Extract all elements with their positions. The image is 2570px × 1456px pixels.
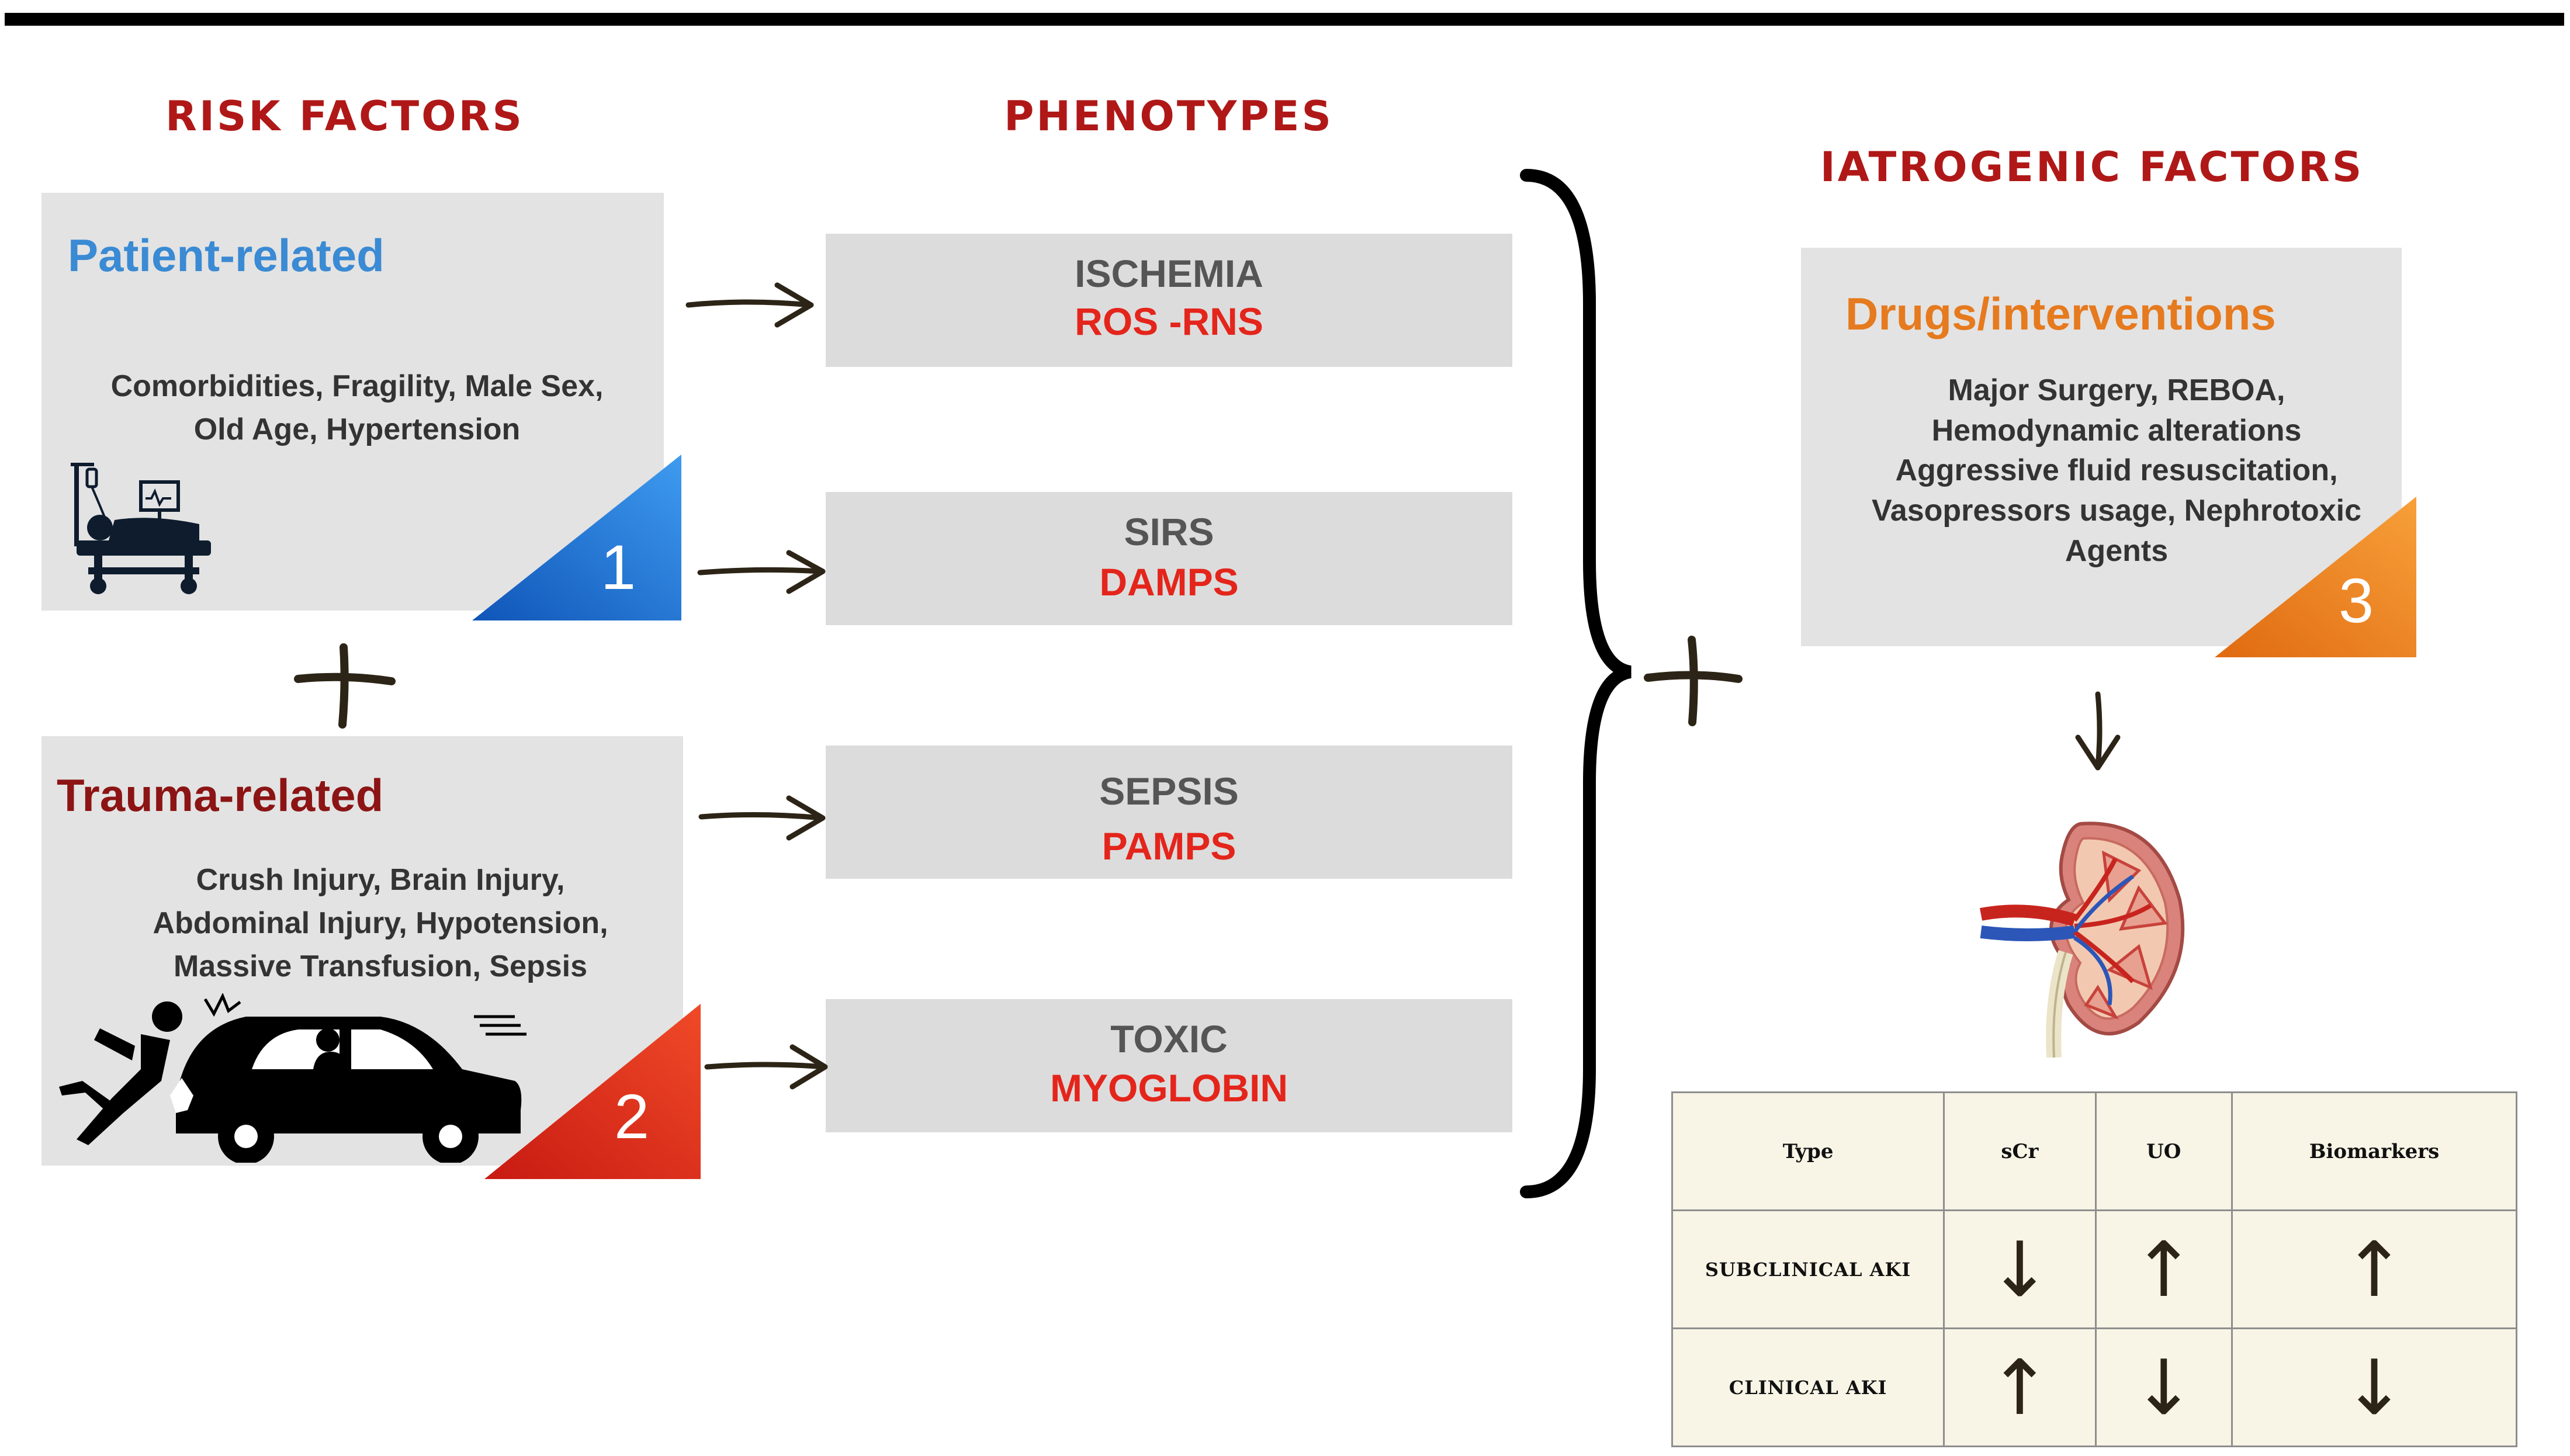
drugs-text-line: Vasopressors usage, Nephrotoxic — [1871, 493, 2362, 528]
phenotype-box-toxic: TOXIC MYOGLOBIN — [826, 999, 1512, 1132]
drugs-text-line: Aggressive fluid resuscitation, — [1895, 453, 2338, 488]
hospital-bed-icon — [71, 463, 211, 594]
badge-number-1: 1 — [601, 532, 636, 602]
arrow-down-icon — [2075, 691, 2121, 771]
drugs-text-line: Major Surgery, REBOA, — [1948, 373, 2285, 407]
trauma-text-line: Crush Injury, Brain Injury, — [196, 863, 565, 897]
table-header-cell: sCr — [1943, 1091, 2097, 1211]
drugs-interventions-text: Major Surgery, REBOA, Hemodynamic altera… — [1824, 370, 2409, 571]
triangle-badge-1: 1 — [472, 455, 681, 620]
drugs-text-line: Hemodynamic alterations — [1931, 413, 2302, 448]
table-header-cell: Type — [1671, 1091, 1945, 1211]
patient-text-line: Comorbidities, Fragility, Male Sex, — [110, 369, 604, 403]
arrow-up-icon: ↑ — [2231, 1209, 2517, 1329]
patient-related-text: Comorbidities, Fragility, Male Sex, Old … — [65, 365, 649, 452]
arrow-right-icon — [697, 550, 826, 594]
phenotype-box-sepsis: SEPSIS PAMPS — [826, 746, 1512, 879]
arrow-right-icon — [704, 1044, 828, 1090]
car-accident-icon — [59, 993, 527, 1163]
arrow-right-icon — [685, 282, 814, 328]
arrow-up-icon: ↑ — [1943, 1327, 2097, 1447]
phenotype-mediator: ROS -RNS — [1075, 300, 1263, 343]
trauma-related-text: Crush Injury, Brain Injury, Abdominal In… — [65, 859, 696, 988]
patient-related-title: Patient-related — [68, 230, 385, 281]
phenotype-name: SIRS — [1124, 510, 1214, 553]
aki-table: Type sCr UO Biomarkers SUBCLINICAL AKI ↓… — [1671, 1091, 2517, 1447]
trauma-text-line: Massive Transfusion, Sepsis — [173, 949, 588, 983]
header-risk-factors: RISK FACTORS — [165, 92, 524, 140]
triangle-shape — [472, 455, 681, 620]
arrow-down-icon: ↓ — [2094, 1327, 2233, 1447]
phenotype-name: ISCHEMIA — [1075, 252, 1263, 295]
drugs-text-line: Agents — [2065, 533, 2169, 568]
badge-number-3: 3 — [2339, 565, 2374, 636]
phenotype-mediator: MYOGLOBIN — [1050, 1066, 1288, 1110]
badge-number-2: 2 — [614, 1081, 650, 1152]
table-header-cell: Biomarkers — [2231, 1091, 2517, 1211]
table-header-cell: UO — [2094, 1091, 2233, 1211]
drugs-interventions-card: Drugs/interventions Major Surgery, REBOA… — [1801, 248, 2402, 646]
table-row: Type sCr UO Biomarkers — [1671, 1091, 2517, 1211]
patient-related-card: Patient-related Comorbidities, Fragility… — [41, 193, 664, 611]
table-row-label: SUBCLINICAL AKI — [1671, 1209, 1945, 1329]
phenotype-mediator: PAMPS — [1102, 824, 1236, 868]
arrow-down-icon: ↓ — [2231, 1327, 2517, 1447]
trauma-related-title: Trauma-related — [57, 769, 384, 821]
kidney-icon — [1979, 821, 2185, 1058]
phenotype-name: SEPSIS — [1099, 769, 1239, 813]
header-iatrogenic-factors: IATROGENIC FACTORS — [1820, 143, 2364, 191]
trauma-related-card: Trauma-related Crush Injury, Brain Injur… — [41, 736, 683, 1166]
arrow-down-icon: ↓ — [1943, 1209, 2097, 1329]
table-row: CLINICAL AKI ↑ ↓ ↓ — [1671, 1327, 2517, 1447]
plus-sign-right — [1644, 636, 1743, 726]
phenotype-name: TOXIC — [1110, 1017, 1228, 1060]
curly-brace-icon — [1520, 169, 1632, 1198]
phenotype-mediator: DAMPS — [1099, 560, 1239, 604]
drugs-interventions-title: Drugs/interventions — [1845, 288, 2276, 339]
header-phenotypes: PHENOTYPES — [1004, 92, 1334, 140]
phenotype-box-sirs: SIRS DAMPS — [826, 492, 1512, 625]
trauma-text-line: Abdominal Injury, Hypotension, — [153, 906, 608, 940]
triangle-shape — [484, 1004, 701, 1179]
top-rule — [5, 13, 2564, 26]
plus-sign-left — [294, 643, 396, 729]
phenotype-box-ischemia: ISCHEMIA ROS -RNS — [826, 234, 1512, 367]
arrow-up-icon: ↑ — [2094, 1209, 2233, 1329]
table-row: SUBCLINICAL AKI ↓ ↑ ↑ — [1671, 1209, 2517, 1329]
triangle-badge-2: 2 — [484, 1004, 701, 1179]
table-row-label: CLINICAL AKI — [1671, 1327, 1945, 1447]
triangle-shape — [2215, 497, 2416, 657]
triangle-badge-3: 3 — [2215, 497, 2416, 657]
patient-text-line: Old Age, Hypertension — [193, 412, 521, 446]
arrow-right-icon — [698, 795, 826, 841]
